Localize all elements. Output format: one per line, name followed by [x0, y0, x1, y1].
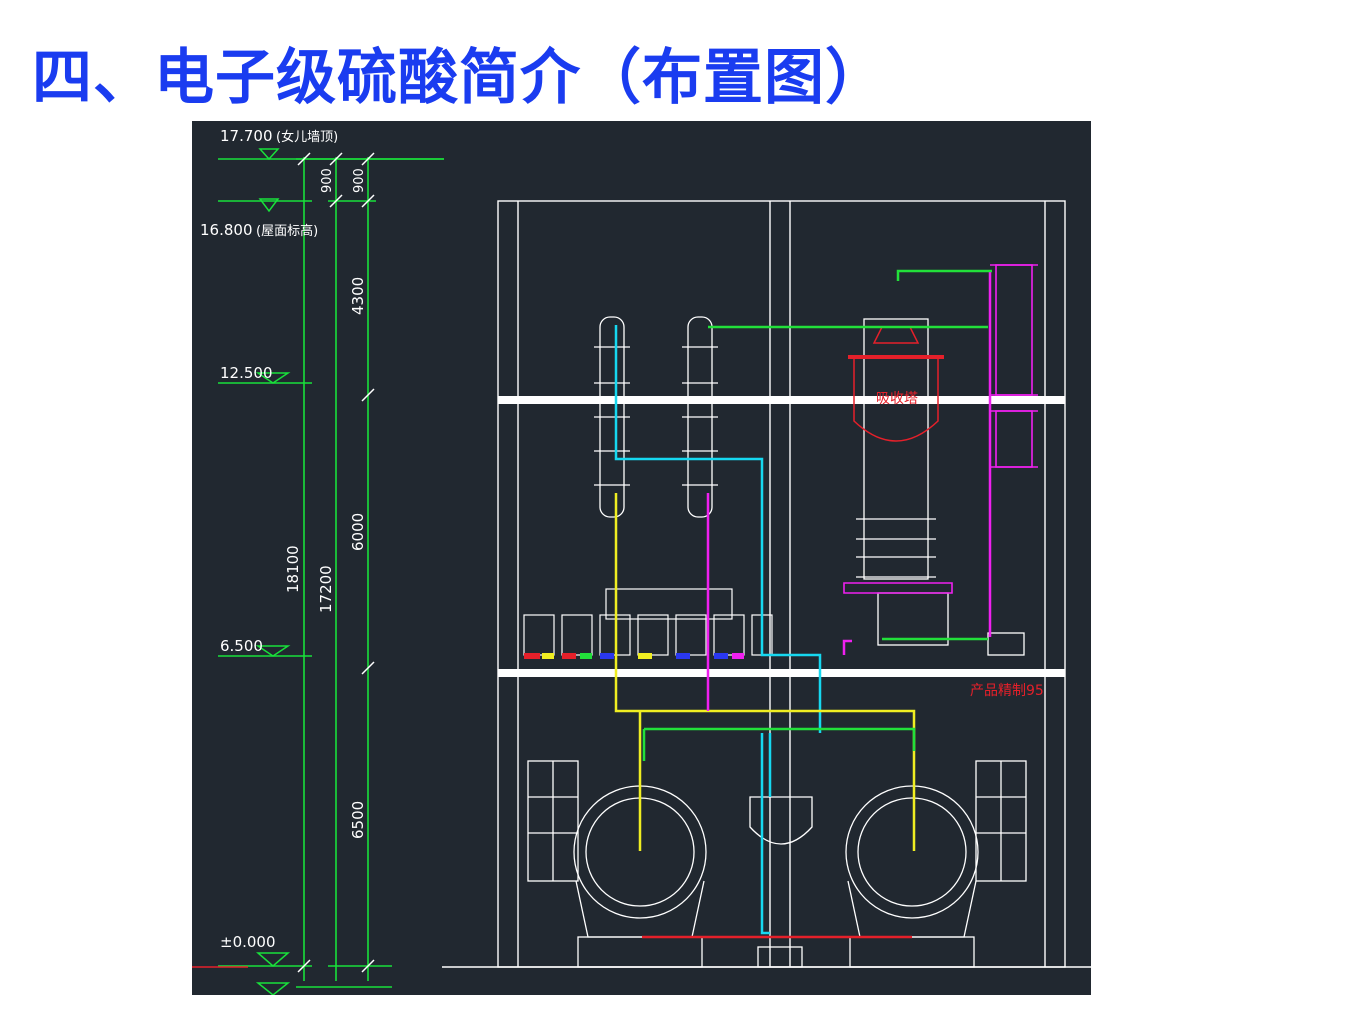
absorber-label: 吸收塔: [876, 391, 918, 407]
elevation-label-16800: 16.800: [200, 221, 253, 239]
pipe-magenta: [706, 271, 992, 711]
elevation-markers: [255, 148, 291, 995]
absorber-vessel: [848, 326, 944, 442]
slide-title: 四、电子级硫酸简介（布置图）: [32, 43, 886, 113]
floor-slab-6500: [498, 669, 1065, 677]
elevation-label-6500: 6.500: [220, 637, 263, 655]
product-note: 产品精制95: [970, 683, 1044, 699]
pipe-yellow: [614, 493, 916, 851]
filter-row: [523, 588, 773, 656]
dim-segment-6500: 6500: [349, 801, 367, 839]
dim-segment-6000: 6000: [349, 513, 367, 551]
dim-total-17200: 17200: [317, 565, 335, 613]
dim-total-18100: 18100: [284, 545, 302, 593]
dimension-lines: [218, 157, 444, 988]
building-frame: [442, 200, 1091, 968]
condenser-columns: [594, 316, 718, 518]
elevation-note-17700: (女儿墙顶): [276, 129, 338, 145]
layout-svg: 17.700 (女儿墙顶) 16.800 (屋面标高) 12.500 6.500…: [192, 127, 1091, 995]
cad-layout-drawing: 17.700 (女儿墙顶) 16.800 (屋面标高) 12.500 6.500…: [192, 121, 1091, 995]
elevation-label-17700: 17.700: [220, 127, 273, 145]
magenta-exchanger: [843, 264, 1038, 594]
ground-tanks: [527, 760, 1027, 968]
elevation-note-16800: (屋面标高): [256, 223, 318, 239]
dim-segment-900-a: 900: [320, 168, 335, 193]
filter-row-valves: [524, 653, 744, 659]
pipe-green: [642, 269, 992, 761]
pipe-cyan: [614, 325, 822, 935]
dim-segment-900-b: 900: [352, 168, 367, 193]
dim-segment-4300: 4300: [349, 277, 367, 315]
floor-slab-12500: [498, 396, 1065, 404]
elevation-label-12500: 12.500: [220, 364, 273, 382]
reactor-tower: [856, 318, 1025, 656]
elevation-label-0000: ±0.000: [220, 933, 276, 951]
